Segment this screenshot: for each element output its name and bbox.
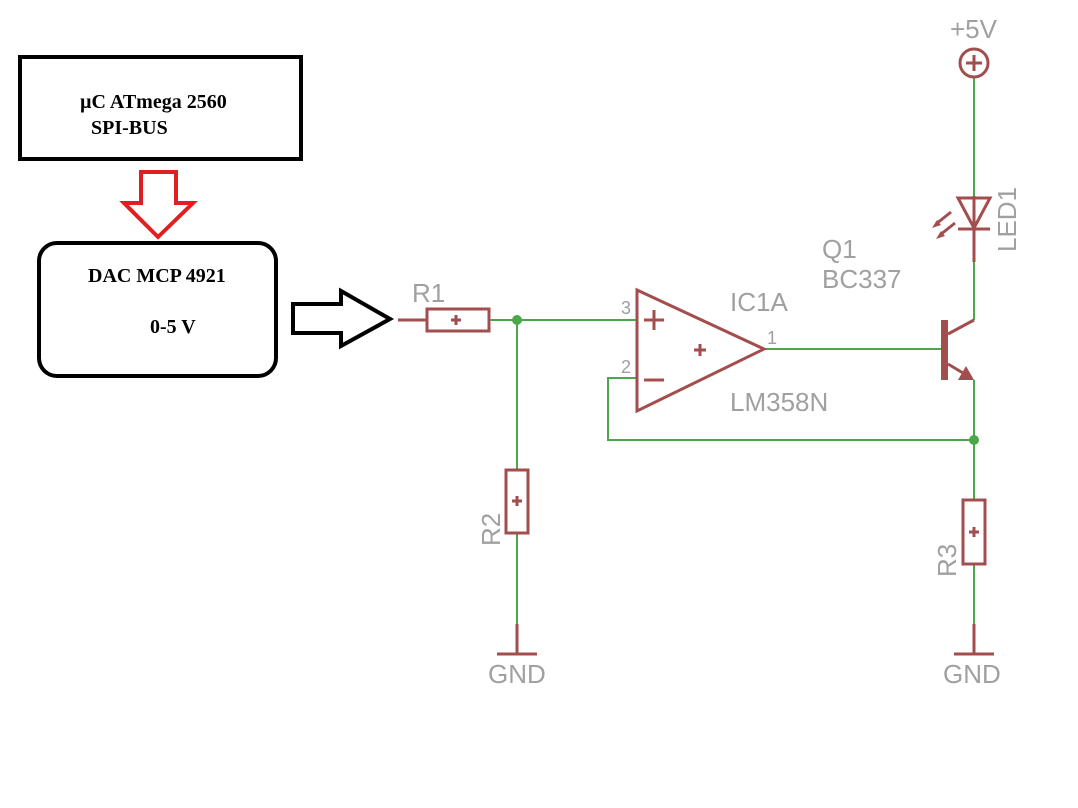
pin-noninverting-label: 3 <box>621 298 631 318</box>
opamp-ic1a: 3 2 1 IC1A LM358N <box>621 287 828 417</box>
led-label: LED1 <box>992 187 1022 252</box>
opamp-name-label: IC1A <box>730 287 788 317</box>
transistor-q1: Q1 BC337 <box>822 234 975 380</box>
mcu-block-subtitle: SPI-BUS <box>91 117 168 139</box>
r1-label: R1 <box>412 278 445 308</box>
mcu-block-title: µC ATmega 2560 <box>80 91 227 113</box>
supply-5v: +5V <box>950 14 998 79</box>
r2-label: R2 <box>476 513 506 546</box>
resistor-r1: R1 <box>398 278 491 333</box>
ground-right: GND <box>943 624 1001 689</box>
resistor-r3: R3 <box>932 498 987 577</box>
transistor-name-label: Q1 <box>822 234 857 264</box>
pin-output-label: 1 <box>767 328 777 348</box>
dac-block-range: 0-5 V <box>150 316 196 338</box>
ground-right-label: GND <box>943 659 1001 689</box>
opamp-part-label: LM358N <box>730 387 828 417</box>
ground-left-label: GND <box>488 659 546 689</box>
r3-label: R3 <box>932 544 962 577</box>
pin-inverting-label: 2 <box>621 357 631 377</box>
dac-output-arrow <box>291 287 395 350</box>
ground-left: GND <box>488 624 546 689</box>
led1: LED1 <box>932 187 1022 262</box>
dac-block: DAC MCP 4921 0-5 V <box>37 241 278 378</box>
mcu-block: µC ATmega 2560 SPI-BUS <box>18 55 303 161</box>
junction-dot <box>969 435 979 445</box>
transistor-part-label: BC337 <box>822 264 902 294</box>
dac-block-title: DAC MCP 4921 <box>88 265 226 287</box>
junction-dot <box>512 315 522 325</box>
spi-down-arrow <box>119 170 198 240</box>
supply-label: +5V <box>950 14 998 44</box>
wires <box>489 77 975 624</box>
resistor-r2: R2 <box>476 468 530 546</box>
